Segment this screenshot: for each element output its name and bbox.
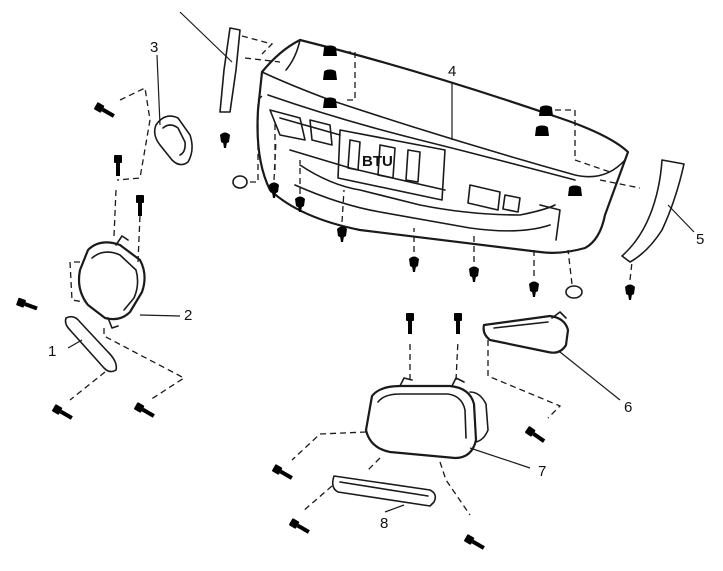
callout-3: 3 [150, 39, 158, 56]
lamp-assembly-part-2 [15, 189, 181, 329]
bumper-plate-text: BTU [362, 153, 393, 170]
bolt-icon [524, 425, 547, 445]
grommet-icon [232, 175, 248, 189]
bumper-nut-icon [323, 97, 337, 108]
bumper-nut-icon [535, 125, 549, 136]
bolt-icon [133, 402, 156, 420]
trim-strip-part-1 [51, 315, 186, 422]
bumper-nut-icon [323, 69, 337, 80]
bolt-icon [406, 313, 414, 334]
bumper-end-piece-part-5 [621, 159, 695, 263]
callout-2: 2 [184, 307, 192, 324]
trim-strip-part-8 [288, 475, 437, 536]
callout-1: 1 [48, 343, 56, 360]
bumper-nut-icon [539, 105, 553, 116]
clip-icon [409, 256, 419, 272]
bolt-icon [136, 195, 144, 216]
bolt-icon [271, 464, 294, 482]
bumper-end-piece-left [179, 11, 281, 189]
bolt-icon [288, 518, 311, 536]
bumper-lower-clips [269, 139, 635, 300]
bumper-nut-icon [568, 185, 582, 196]
callout-6: 6 [624, 399, 632, 416]
clip-icon [625, 284, 635, 300]
bolt-icon [15, 297, 39, 313]
lamp-assembly-part-7 [271, 313, 531, 552]
callout-5: 5 [696, 231, 704, 248]
side-bracket-part-3 [93, 54, 193, 216]
callout-4: 4 [448, 63, 456, 80]
clip-icon [469, 266, 479, 282]
bolt-icon [454, 313, 462, 334]
clip-icon [529, 281, 539, 297]
clip-icon [220, 132, 230, 148]
callout-7: 7 [538, 463, 546, 480]
side-lamp-part-6 [482, 311, 621, 445]
bumper-nut-icon [323, 45, 337, 56]
grommet-icon [565, 285, 583, 299]
clip-icon [337, 226, 347, 242]
bolt-icon [93, 102, 116, 120]
callout-8: 8 [380, 515, 388, 532]
bolt-icon [51, 404, 74, 422]
bolt-icon [463, 534, 486, 552]
bolt-icon [114, 155, 122, 176]
